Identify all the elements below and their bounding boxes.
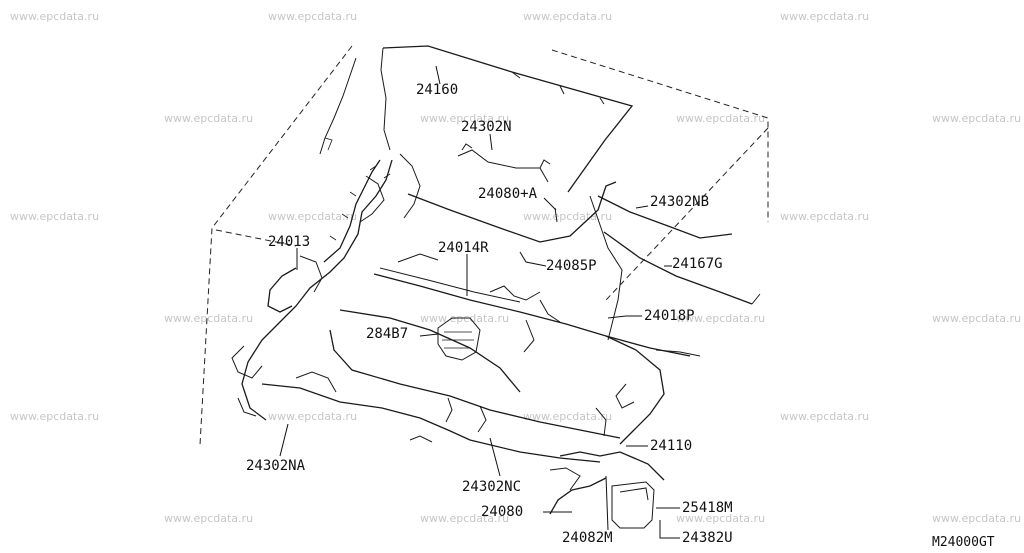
watermark: www.epcdata.ru xyxy=(268,10,357,23)
watermark: www.epcdata.ru xyxy=(420,512,509,525)
part-label-24014R[interactable]: 24014R xyxy=(438,240,489,256)
part-label-24302NB[interactable]: 24302NB xyxy=(650,194,709,210)
watermark: www.epcdata.ru xyxy=(10,210,99,223)
watermark: www.epcdata.ru xyxy=(523,410,612,423)
watermark: www.epcdata.ru xyxy=(268,210,357,223)
watermark: www.epcdata.ru xyxy=(164,112,253,125)
part-label-24167G[interactable]: 24167G xyxy=(672,256,723,272)
part-label-24302NC[interactable]: 24302NC xyxy=(462,479,521,495)
watermark: www.epcdata.ru xyxy=(10,10,99,23)
part-label-24085P[interactable]: 24085P xyxy=(546,258,597,274)
watermark: www.epcdata.ru xyxy=(676,112,765,125)
watermark: www.epcdata.ru xyxy=(780,210,869,223)
watermark: www.epcdata.ru xyxy=(676,312,765,325)
watermark: www.epcdata.ru xyxy=(932,312,1021,325)
part-label-284B7[interactable]: 284B7 xyxy=(366,326,408,342)
part-label-24160[interactable]: 24160 xyxy=(416,82,458,98)
part-label-24110[interactable]: 24110 xyxy=(650,438,692,454)
part-label-24018P[interactable]: 24018P xyxy=(644,308,695,324)
part-label-24013[interactable]: 24013 xyxy=(268,234,310,250)
watermark-layer: www.epcdata.ru www.epcdata.ru www.epcdat… xyxy=(10,10,1021,525)
watermark: www.epcdata.ru xyxy=(420,112,509,125)
leader-lines xyxy=(279,65,680,539)
part-label-24080[interactable]: 24080 xyxy=(481,504,523,520)
watermark: www.epcdata.ru xyxy=(523,10,612,23)
watermark: www.epcdata.ru xyxy=(523,210,612,223)
watermark: www.epcdata.ru xyxy=(10,410,99,423)
part-label-24082M[interactable]: 24082M xyxy=(562,530,613,546)
part-label-24302N[interactable]: 24302N xyxy=(461,119,512,135)
watermark: www.epcdata.ru xyxy=(676,512,765,525)
part-label-25418M[interactable]: 25418M xyxy=(682,500,733,516)
part-label-24080-A[interactable]: 24080+A xyxy=(478,186,538,202)
wiring-harness-illustration xyxy=(231,45,761,529)
part-label-24382U[interactable]: 24382U xyxy=(682,530,733,546)
watermark: www.epcdata.ru xyxy=(932,112,1021,125)
watermark: www.epcdata.ru xyxy=(268,410,357,423)
watermark: www.epcdata.ru xyxy=(164,312,253,325)
diagram-reference-code: M24000GT xyxy=(932,535,995,550)
watermark: www.epcdata.ru xyxy=(780,410,869,423)
watermark: www.epcdata.ru xyxy=(932,512,1021,525)
part-callouts: 24160 24302N 24080+A 24302NB 24013 24014… xyxy=(246,82,733,546)
part-label-24302NA[interactable]: 24302NA xyxy=(246,458,306,474)
body-outline xyxy=(199,45,769,446)
watermark: www.epcdata.ru xyxy=(164,512,253,525)
watermark: www.epcdata.ru xyxy=(780,10,869,23)
